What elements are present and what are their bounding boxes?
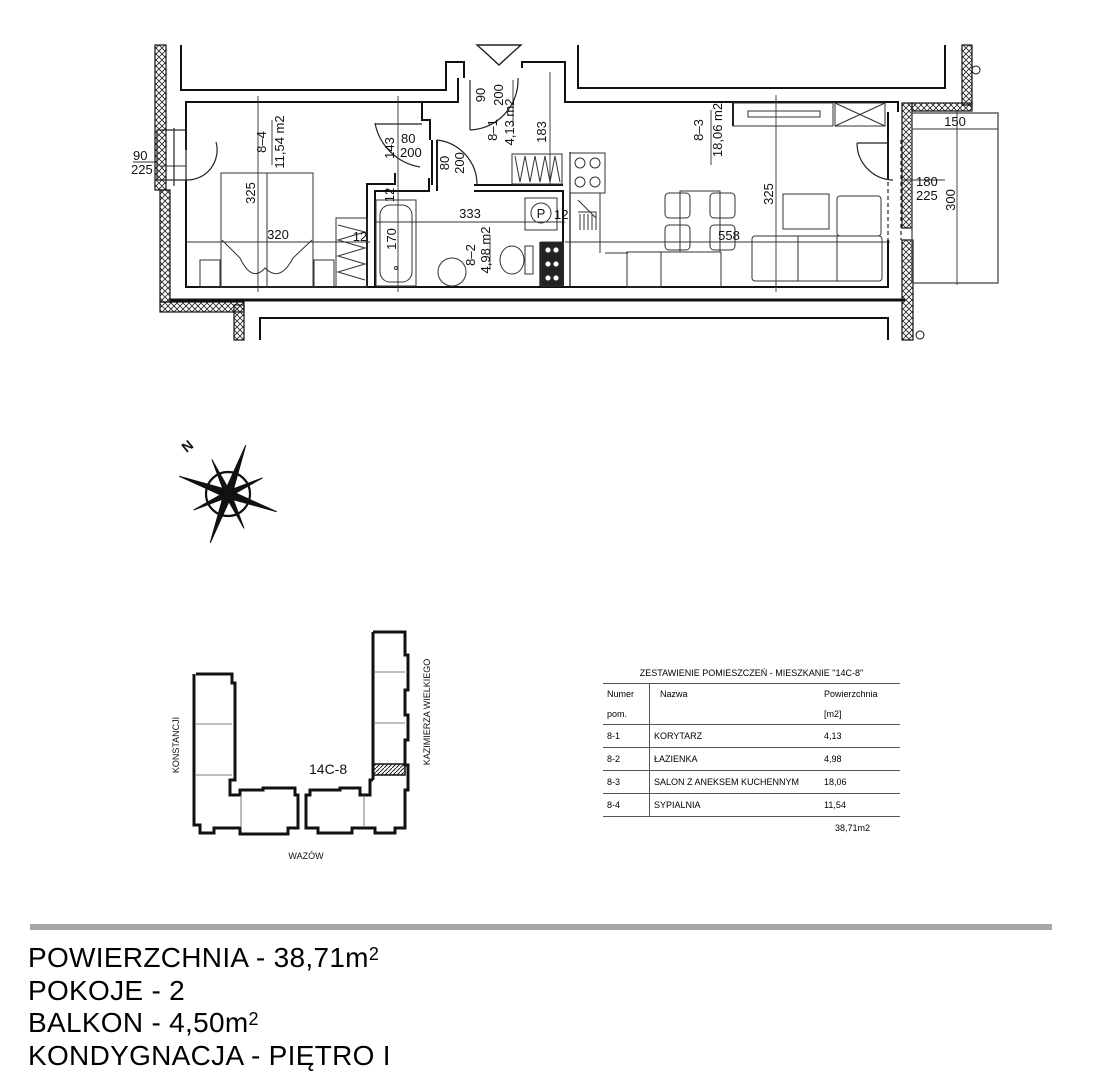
header-name: Nazwa — [649, 683, 820, 704]
room-area: 4,13 — [820, 724, 900, 748]
wall-thickness-label: 12 — [353, 229, 367, 244]
bath-door-width: 80 — [437, 156, 452, 170]
header-area: Powierzchnia — [820, 683, 900, 704]
header-number-sub: pom. — [603, 704, 650, 725]
room-8-3-width: 558 — [718, 228, 740, 243]
room-name: ŁAZIENKA — [649, 747, 820, 771]
unit-label: 14C-8 — [309, 761, 347, 777]
room-8-4-width: 320 — [267, 227, 289, 242]
street-east-label: KAZIMIERZA WIELKIEGO — [422, 659, 432, 766]
room-8-4-id: 8–4 — [254, 131, 269, 153]
entry-door-height: 200 — [491, 84, 506, 106]
room-8-3-area: 18,06 m2 — [710, 103, 725, 157]
balcony-superscript: 2 — [248, 1009, 259, 1029]
entry-door-width: 90 — [473, 88, 488, 102]
summary: POWIERZCHNIA - 38,71m2 POKOJE - 2 BALKON… — [28, 942, 391, 1072]
header-area-unit: [m2] — [824, 709, 842, 719]
bath-length-label: 170 — [384, 228, 399, 250]
bedroom-door-height: 200 — [400, 145, 422, 160]
shaft-label: P — [537, 206, 546, 221]
table-title: ZESTAWIENIE POMIESZCZEŃ - MIESZKANIE "14… — [639, 668, 864, 678]
table-row: 8-2 ŁAZIENKA 4,98 — [603, 747, 900, 771]
bath-door-height: 200 — [452, 152, 467, 174]
room-8-3-length: 325 — [761, 183, 776, 205]
table-row: 8-4 SYPIALNIA 11,54 — [603, 793, 900, 817]
area-text: POWIERZCHNIA - 38,71m — [28, 942, 369, 973]
summary-floor: KONDYGNACJA - PIĘTRO I — [28, 1039, 391, 1071]
room-8-2-id: 8–2 — [463, 244, 478, 266]
street-west-label: KONSTANCJI — [171, 717, 181, 773]
summary-rooms: POKOJE - 2 — [28, 974, 186, 1006]
dimension-lines — [133, 72, 998, 292]
corridor-length-label: 183 — [534, 121, 549, 143]
room-schedule-table: ZESTAWIENIE POMIESZCZEŃ - MIESZKANIE "14… — [603, 668, 900, 833]
room-name: SYPIALNIA — [649, 793, 820, 817]
north-label: N — [178, 437, 196, 456]
room-area: 18,06 — [820, 770, 900, 794]
floor-plan-drawing: 90 225 8–4 11,54 m2 325 320 143 80 200 8… — [131, 44, 999, 861]
table-row: 8-1 KORYTARZ 4,13 — [603, 724, 900, 748]
dimension-labels: 90 225 8–4 11,54 m2 325 320 143 80 200 8… — [131, 84, 966, 273]
room-8-4-length: 325 — [243, 182, 258, 204]
compass-rose: N — [178, 437, 278, 544]
walls — [154, 44, 981, 341]
wall-thickness-label: 12 — [554, 207, 568, 222]
room-name: SALON Z ANEKSEM KUCHENNYM — [649, 770, 820, 794]
area-superscript: 2 — [368, 944, 380, 964]
bath-span-label: 333 — [459, 206, 481, 221]
room-number: 8-1 — [603, 724, 650, 748]
openings — [156, 44, 999, 284]
separator-bar — [30, 924, 1052, 930]
room-area: 4,98 — [820, 747, 900, 771]
bedroom-door-width: 80 — [401, 131, 415, 146]
bedroom-door-offset: 143 — [382, 137, 397, 159]
site-plan: 14C-8 KONSTANCJI KAZIMIERZA WIELKIEGO WA… — [171, 630, 432, 861]
balcony-door-height: 225 — [916, 188, 938, 203]
room-8-2-area: 4,98 m2 — [478, 227, 493, 274]
room-8-1-area: 4,13 m2 — [502, 99, 517, 146]
wall-thickness-label: 12 — [382, 188, 397, 202]
balcony-door-width: 180 — [916, 174, 938, 189]
room-number: 8-3 — [603, 770, 650, 794]
room-number: 8-2 — [603, 747, 650, 771]
window-height-label: 225 — [131, 162, 153, 177]
window-width-label: 90 — [133, 148, 147, 163]
street-south-label: WAZÓW — [288, 851, 324, 861]
balcony-length-label: 300 — [943, 189, 958, 211]
balcony-text: BALKON - 4,50m — [28, 1007, 249, 1038]
room-8-1-id: 8–1 — [485, 119, 500, 141]
summary-area: POWIERZCHNIA - 38,71m2 — [28, 942, 391, 975]
balcony-width-label: 150 — [944, 114, 966, 129]
unit-highlight — [372, 763, 406, 776]
room-name: KORYTARZ — [649, 724, 820, 748]
room-8-4-area: 11,54 m2 — [272, 115, 287, 168]
room-8-3-id: 8–3 — [691, 119, 706, 141]
summary-balcony: BALKON - 4,50m2 — [28, 1007, 391, 1040]
table-row: 8-3 SALON Z ANEKSEM KUCHENNYM 18,06 — [603, 770, 900, 794]
room-number: 8-4 — [603, 793, 650, 817]
header-number: Numer — [603, 683, 650, 704]
table-total: 38,71m2 — [835, 823, 871, 833]
room-area: 11,54 — [820, 793, 900, 817]
furniture — [199, 102, 886, 288]
